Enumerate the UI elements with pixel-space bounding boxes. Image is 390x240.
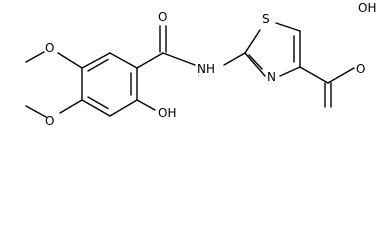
amide-oxygen-label: O — [158, 10, 167, 24]
bond — [162, 52, 196, 66]
bond — [299, 66, 329, 84]
carboxyl-group — [299, 66, 355, 108]
bond — [57, 52, 83, 69]
bond — [81, 52, 111, 69]
double-bond — [248, 54, 263, 70]
amide-group — [136, 25, 246, 69]
thiazole-sulfur-label: S — [262, 12, 270, 26]
methoxy-groups — [25, 51, 83, 118]
bond — [279, 66, 301, 77]
methoxy-oxygen-top-label: O — [45, 41, 54, 55]
thiazole-nitrogen-label: N — [267, 70, 276, 84]
bond — [244, 29, 261, 54]
bond — [81, 99, 111, 117]
acid-oxygen-label: O — [356, 62, 365, 76]
phenol-hydroxyl-label: OH — [158, 106, 176, 120]
bond — [136, 99, 156, 111]
bond — [25, 51, 45, 63]
double-bond — [87, 96, 109, 110]
acid-hydroxyl-label: OH — [358, 1, 376, 15]
bond — [109, 52, 138, 69]
bond — [25, 105, 47, 118]
structure-diagram: O NH S N OH O OH O O — [25, 1, 376, 128]
bond — [59, 99, 83, 114]
methoxy-oxygen-bottom-label: O — [45, 114, 54, 128]
bond — [244, 52, 266, 77]
bond — [109, 99, 138, 117]
benzene-ring — [81, 52, 138, 117]
bond — [275, 22, 301, 32]
double-bond — [87, 58, 109, 72]
thiazole-ring — [244, 22, 301, 77]
bond — [223, 52, 246, 66]
amide-nh-label: NH — [197, 62, 215, 76]
bond — [136, 52, 164, 69]
bond — [327, 67, 355, 84]
molecule-svg: O NH S N OH O OH O O — [25, 1, 376, 128]
